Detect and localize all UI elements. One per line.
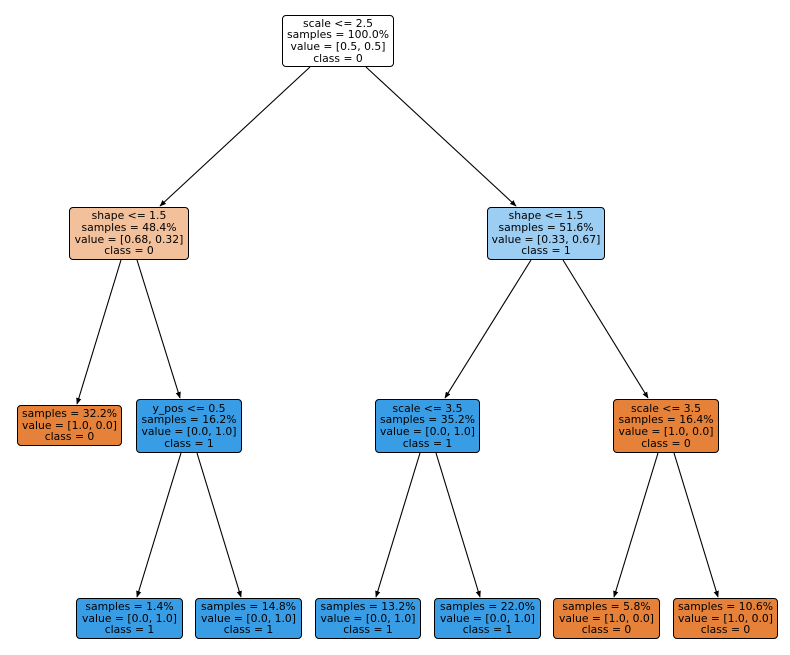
- node-text-line: value = [1.0, 0.0]: [21, 418, 118, 432]
- node-text-line: class = 0: [44, 430, 95, 444]
- edge-n0-n2: [365, 66, 517, 207]
- edge-n4-n7: [136, 452, 182, 598]
- node-text-line: value = [0.0, 1.0]: [439, 611, 536, 625]
- node-text-line: class = 1: [343, 623, 393, 637]
- node-text-line: samples = 13.2%: [320, 600, 416, 614]
- node-text-line: value = [0.0, 1.0]: [320, 611, 416, 625]
- node-text-line: class = 0: [641, 436, 691, 450]
- node-text-line: samples = 16.4%: [618, 413, 714, 427]
- node-text-line: samples = 22.0%: [439, 600, 536, 614]
- node-text-line: class = 1: [164, 436, 214, 450]
- node-text-line: samples = 51.6%: [498, 220, 594, 234]
- node-text-line: scale <= 2.5: [303, 16, 373, 30]
- edge-n2-n5: [444, 259, 532, 399]
- node-text-line: value = [1.0, 0.0]: [558, 611, 655, 625]
- tree-node-n8: samples = 14.8%value = [0.0, 1.0]class =…: [195, 598, 302, 639]
- node-text-line: samples = 100.0%: [287, 28, 389, 42]
- node-text-line: value = [0.33, 0.67]: [491, 232, 601, 246]
- node-text-line: class = 1: [402, 436, 453, 450]
- edge-n6-n12: [673, 452, 719, 598]
- node-text-line: value = [1.0, 0.0]: [618, 425, 714, 438]
- edge-n6-n11: [613, 452, 659, 598]
- edge-n4-n8: [196, 452, 242, 598]
- node-text-line: samples = 5.8%: [562, 600, 651, 614]
- node-text-line: class = 0: [700, 623, 751, 637]
- node-text-line: value = [0.0, 1.0]: [379, 425, 476, 438]
- node-text-line: samples = 14.8%: [200, 600, 297, 614]
- tree-node-n12: samples = 10.6%value = [1.0, 0.0]class =…: [673, 598, 778, 639]
- edge-n5-n9: [375, 452, 421, 598]
- node-text-line: samples = 35.2%: [379, 413, 476, 427]
- node-text-line: value = [0.0, 1.0]: [81, 611, 178, 625]
- tree-node-n11: samples = 5.8%value = [1.0, 0.0]class = …: [553, 598, 660, 639]
- node-text-line: samples = 10.6%: [677, 600, 774, 614]
- edge-n0-n1: [159, 66, 311, 207]
- node-text-line: class = 0: [104, 244, 154, 258]
- edge-n1-n3: [76, 259, 122, 405]
- edge-n2-n6: [562, 259, 649, 399]
- tree-node-n7: samples = 1.4%value = [0.0, 1.0]class = …: [76, 598, 183, 639]
- node-text-line: class = 1: [521, 244, 571, 258]
- node-text-line: class = 1: [104, 623, 155, 637]
- node-text-line: value = [0.0, 1.0]: [141, 425, 237, 438]
- node-text-line: class = 0: [581, 623, 632, 637]
- node-text-line: class = 1: [223, 623, 274, 637]
- node-text-line: samples = 48.4%: [81, 220, 177, 234]
- node-text-line: samples = 16.2%: [141, 413, 237, 427]
- node-text-line: class = 1: [462, 623, 513, 637]
- node-text-line: samples = 32.2%: [21, 407, 118, 421]
- tree-node-n10: samples = 22.0%value = [0.0, 1.0]class =…: [434, 598, 541, 639]
- node-text-line: value = [0.68, 0.32]: [74, 232, 184, 246]
- edge-n5-n10: [435, 452, 481, 598]
- tree-node-n3: samples = 32.2%value = [1.0, 0.0]class =…: [17, 405, 122, 446]
- tree-node-n9: samples = 13.2%value = [0.0, 1.0]class =…: [315, 598, 421, 639]
- node-text-line: samples = 1.4%: [85, 600, 174, 614]
- node-text-line: scale <= 3.5: [392, 401, 463, 415]
- node-text-line: shape <= 1.5: [91, 209, 167, 223]
- node-text-line: value = [0.5, 0.5]: [290, 40, 386, 53]
- node-text-line: value = [1.0, 0.0]: [677, 611, 774, 625]
- node-text-line: shape <= 1.5: [508, 209, 584, 223]
- node-text-line: scale <= 3.5: [631, 401, 701, 415]
- node-text-line: value = [0.0, 1.0]: [200, 611, 297, 625]
- node-text-line: class = 0: [313, 51, 363, 65]
- edge-n1-n4: [136, 259, 181, 399]
- node-text-line: y_pos <= 0.5: [152, 401, 226, 415]
